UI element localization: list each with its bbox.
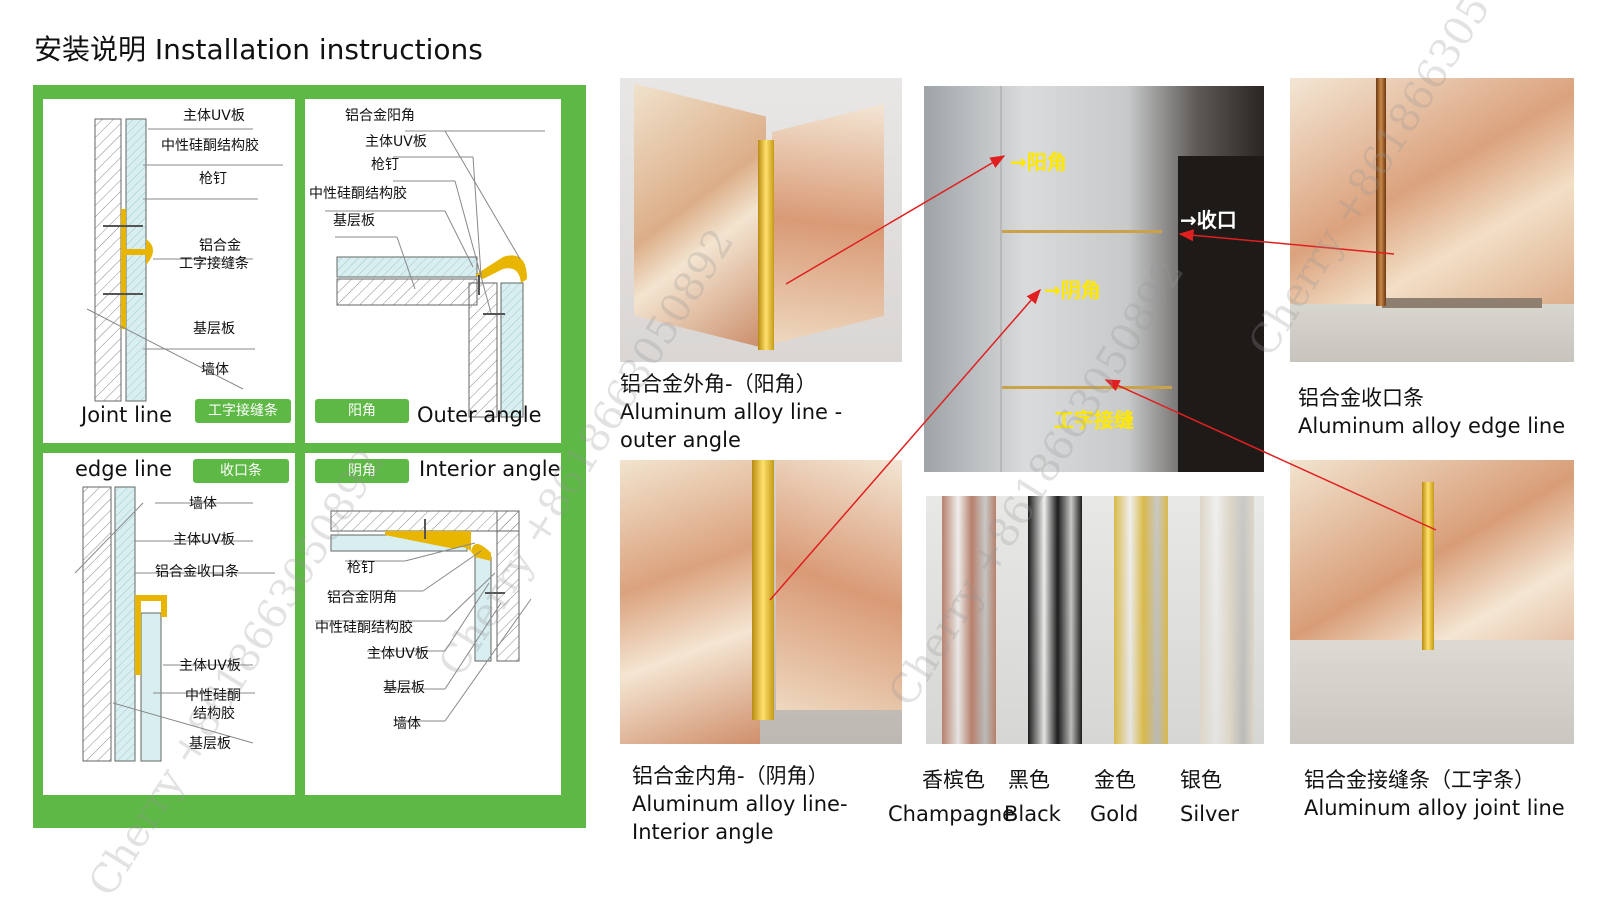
label-inner-corner: 铝合金阴角 bbox=[327, 590, 397, 606]
label-joint-strip: 工字接缝条 bbox=[179, 256, 249, 272]
arrow-edge-line bbox=[1178, 229, 1395, 255]
label-nail: 枪钉 bbox=[199, 171, 227, 187]
color-label-cn: 黑色 bbox=[1008, 768, 1050, 792]
installation-diagram-panel: 主体UV板 中性硅酮结构胶 枪钉 铝合金 工字接缝条 基层板 墙体 Joint … bbox=[33, 85, 586, 828]
joint-line-photo bbox=[1290, 460, 1574, 744]
interior-angle-drawing bbox=[315, 510, 532, 722]
label-wall: 墙体 bbox=[393, 716, 421, 732]
joint-line-title: Joint line bbox=[81, 403, 172, 427]
joint-line-diagram: 主体UV板 中性硅酮结构胶 枪钉 铝合金 工字接缝条 基层板 墙体 Joint … bbox=[43, 99, 295, 443]
label-silicone: 中性硅酮 bbox=[185, 688, 241, 704]
caption-cn: 铝合金接缝条（工字条） bbox=[1304, 768, 1535, 792]
edge-line-tag: 收口条 bbox=[193, 459, 289, 483]
color-strip-gold bbox=[1114, 496, 1168, 744]
interior-angle-title: Interior angle bbox=[419, 457, 561, 481]
arrow-interior-angle bbox=[769, 288, 1041, 601]
joint-line-caption: 铝合金接缝条（工字条） Aluminum alloy joint line bbox=[1304, 766, 1565, 822]
joint-line-tag: 工字接缝条 bbox=[195, 399, 291, 423]
wall-label-inner: →阴角 bbox=[1044, 278, 1101, 302]
label-adhesive: 结构胶 bbox=[193, 706, 235, 722]
label-base-board: 基层板 bbox=[383, 680, 425, 696]
caption-cn: 铝合金内角-（阴角） bbox=[632, 764, 829, 788]
color-strip-silver bbox=[1200, 496, 1254, 744]
caption-cn: 铝合金外角-（阳角） bbox=[620, 372, 817, 396]
color-strips-photo bbox=[926, 496, 1264, 744]
caption-en-1: Aluminum alloy line- bbox=[632, 792, 848, 816]
label-main-uv-board: 主体UV板 bbox=[365, 134, 427, 150]
caption-en-1: Aluminum alloy line - bbox=[620, 400, 843, 424]
interior-angle-photo bbox=[620, 460, 902, 744]
label-edge-strip: 铝合金收口条 bbox=[155, 564, 239, 580]
caption-en-2: outer angle bbox=[620, 428, 741, 452]
color-label-en: Black bbox=[1004, 802, 1061, 826]
color-strip-champagne bbox=[942, 496, 996, 744]
label-main-uv-board-2: 主体UV板 bbox=[179, 658, 241, 674]
color-label-cn: 香槟色 bbox=[922, 768, 985, 792]
outer-angle-tag: 阳角 bbox=[315, 399, 409, 423]
edge-line-diagram: edge line 收口条 墙体 主体UV板 铝合金收口条 主体UV板 中性硅酮… bbox=[43, 453, 295, 795]
label-wall: 墙体 bbox=[189, 496, 217, 512]
color-strips bbox=[926, 496, 1264, 744]
caption-en: Aluminum alloy edge line bbox=[1298, 414, 1566, 438]
label-silicone-adhesive: 中性硅酮结构胶 bbox=[315, 620, 413, 636]
label-nail: 枪钉 bbox=[347, 560, 375, 576]
label-silicone-adhesive: 中性硅酮结构胶 bbox=[309, 186, 407, 202]
edge-line-title: edge line bbox=[75, 457, 173, 481]
color-label-cn: 银色 bbox=[1180, 768, 1222, 792]
joint-line-drawing bbox=[86, 118, 283, 402]
edge-line-caption: 铝合金收口条 Aluminum alloy edge line bbox=[1298, 384, 1565, 440]
label-main-uv-board: 主体UV板 bbox=[367, 646, 429, 662]
interior-angle-caption: 铝合金内角-（阴角） Aluminum alloy line- Interior… bbox=[632, 762, 848, 846]
wall-installation-photo: →阳角 →收口 →阴角 工字接缝 bbox=[924, 86, 1264, 472]
label-silicone-adhesive: 中性硅酮结构胶 bbox=[161, 138, 259, 154]
label-wall: 墙体 bbox=[201, 362, 229, 378]
label-base-board: 基层板 bbox=[193, 321, 235, 337]
caption-en: Aluminum alloy joint line bbox=[1304, 796, 1565, 820]
edge-line-photo bbox=[1290, 78, 1574, 362]
arrow-outer-angle bbox=[785, 155, 1006, 285]
wall-label-outer: →阳角 bbox=[1010, 150, 1067, 174]
outer-angle-caption: 铝合金外角-（阳角） Aluminum alloy line - outer a… bbox=[620, 370, 842, 454]
label-outer-corner: 铝合金阳角 bbox=[345, 108, 415, 124]
label-main-uv-board: 主体UV板 bbox=[183, 108, 245, 124]
page-title: 安装说明 Installation instructions bbox=[34, 33, 483, 66]
label-base-board: 基层板 bbox=[189, 736, 231, 752]
wall-label-joint: 工字接缝 bbox=[1054, 408, 1134, 432]
color-label-cn: 金色 bbox=[1094, 768, 1136, 792]
arrow-joint-line bbox=[1104, 379, 1437, 531]
color-label-en: Gold bbox=[1090, 802, 1139, 826]
color-strip-black bbox=[1028, 496, 1082, 744]
label-base-board: 基层板 bbox=[333, 213, 375, 229]
color-legend: 香槟色 Champagne 黑色 Black 金色 Gold 银色 Silver bbox=[888, 764, 1278, 834]
color-label-en: Silver bbox=[1180, 802, 1239, 826]
caption-en-2: Interior angle bbox=[632, 820, 774, 844]
caption-cn: 铝合金收口条 bbox=[1298, 386, 1424, 410]
edge-line-drawing bbox=[74, 486, 275, 762]
wall-label-edge: →收口 bbox=[1180, 208, 1237, 232]
color-label-en: Champagne bbox=[888, 802, 1016, 826]
outer-angle-diagram: 铝合金阳角 主体UV板 枪钉 中性硅酮结构胶 基层板 阳角 Outer angl… bbox=[305, 99, 561, 443]
interior-angle-tag: 阴角 bbox=[315, 459, 409, 483]
outer-angle-photo bbox=[620, 78, 902, 362]
label-nail: 枪钉 bbox=[371, 157, 399, 173]
interior-angle-diagram: 阴角 Interior angle 枪钉 铝合金阴角 中性硅酮结构胶 主体 bbox=[305, 453, 561, 795]
outer-angle-title: Outer angle bbox=[417, 403, 542, 427]
label-aluminum: 铝合金 bbox=[199, 238, 241, 254]
outer-angle-drawing bbox=[325, 130, 545, 418]
label-main-uv-board: 主体UV板 bbox=[173, 532, 235, 548]
